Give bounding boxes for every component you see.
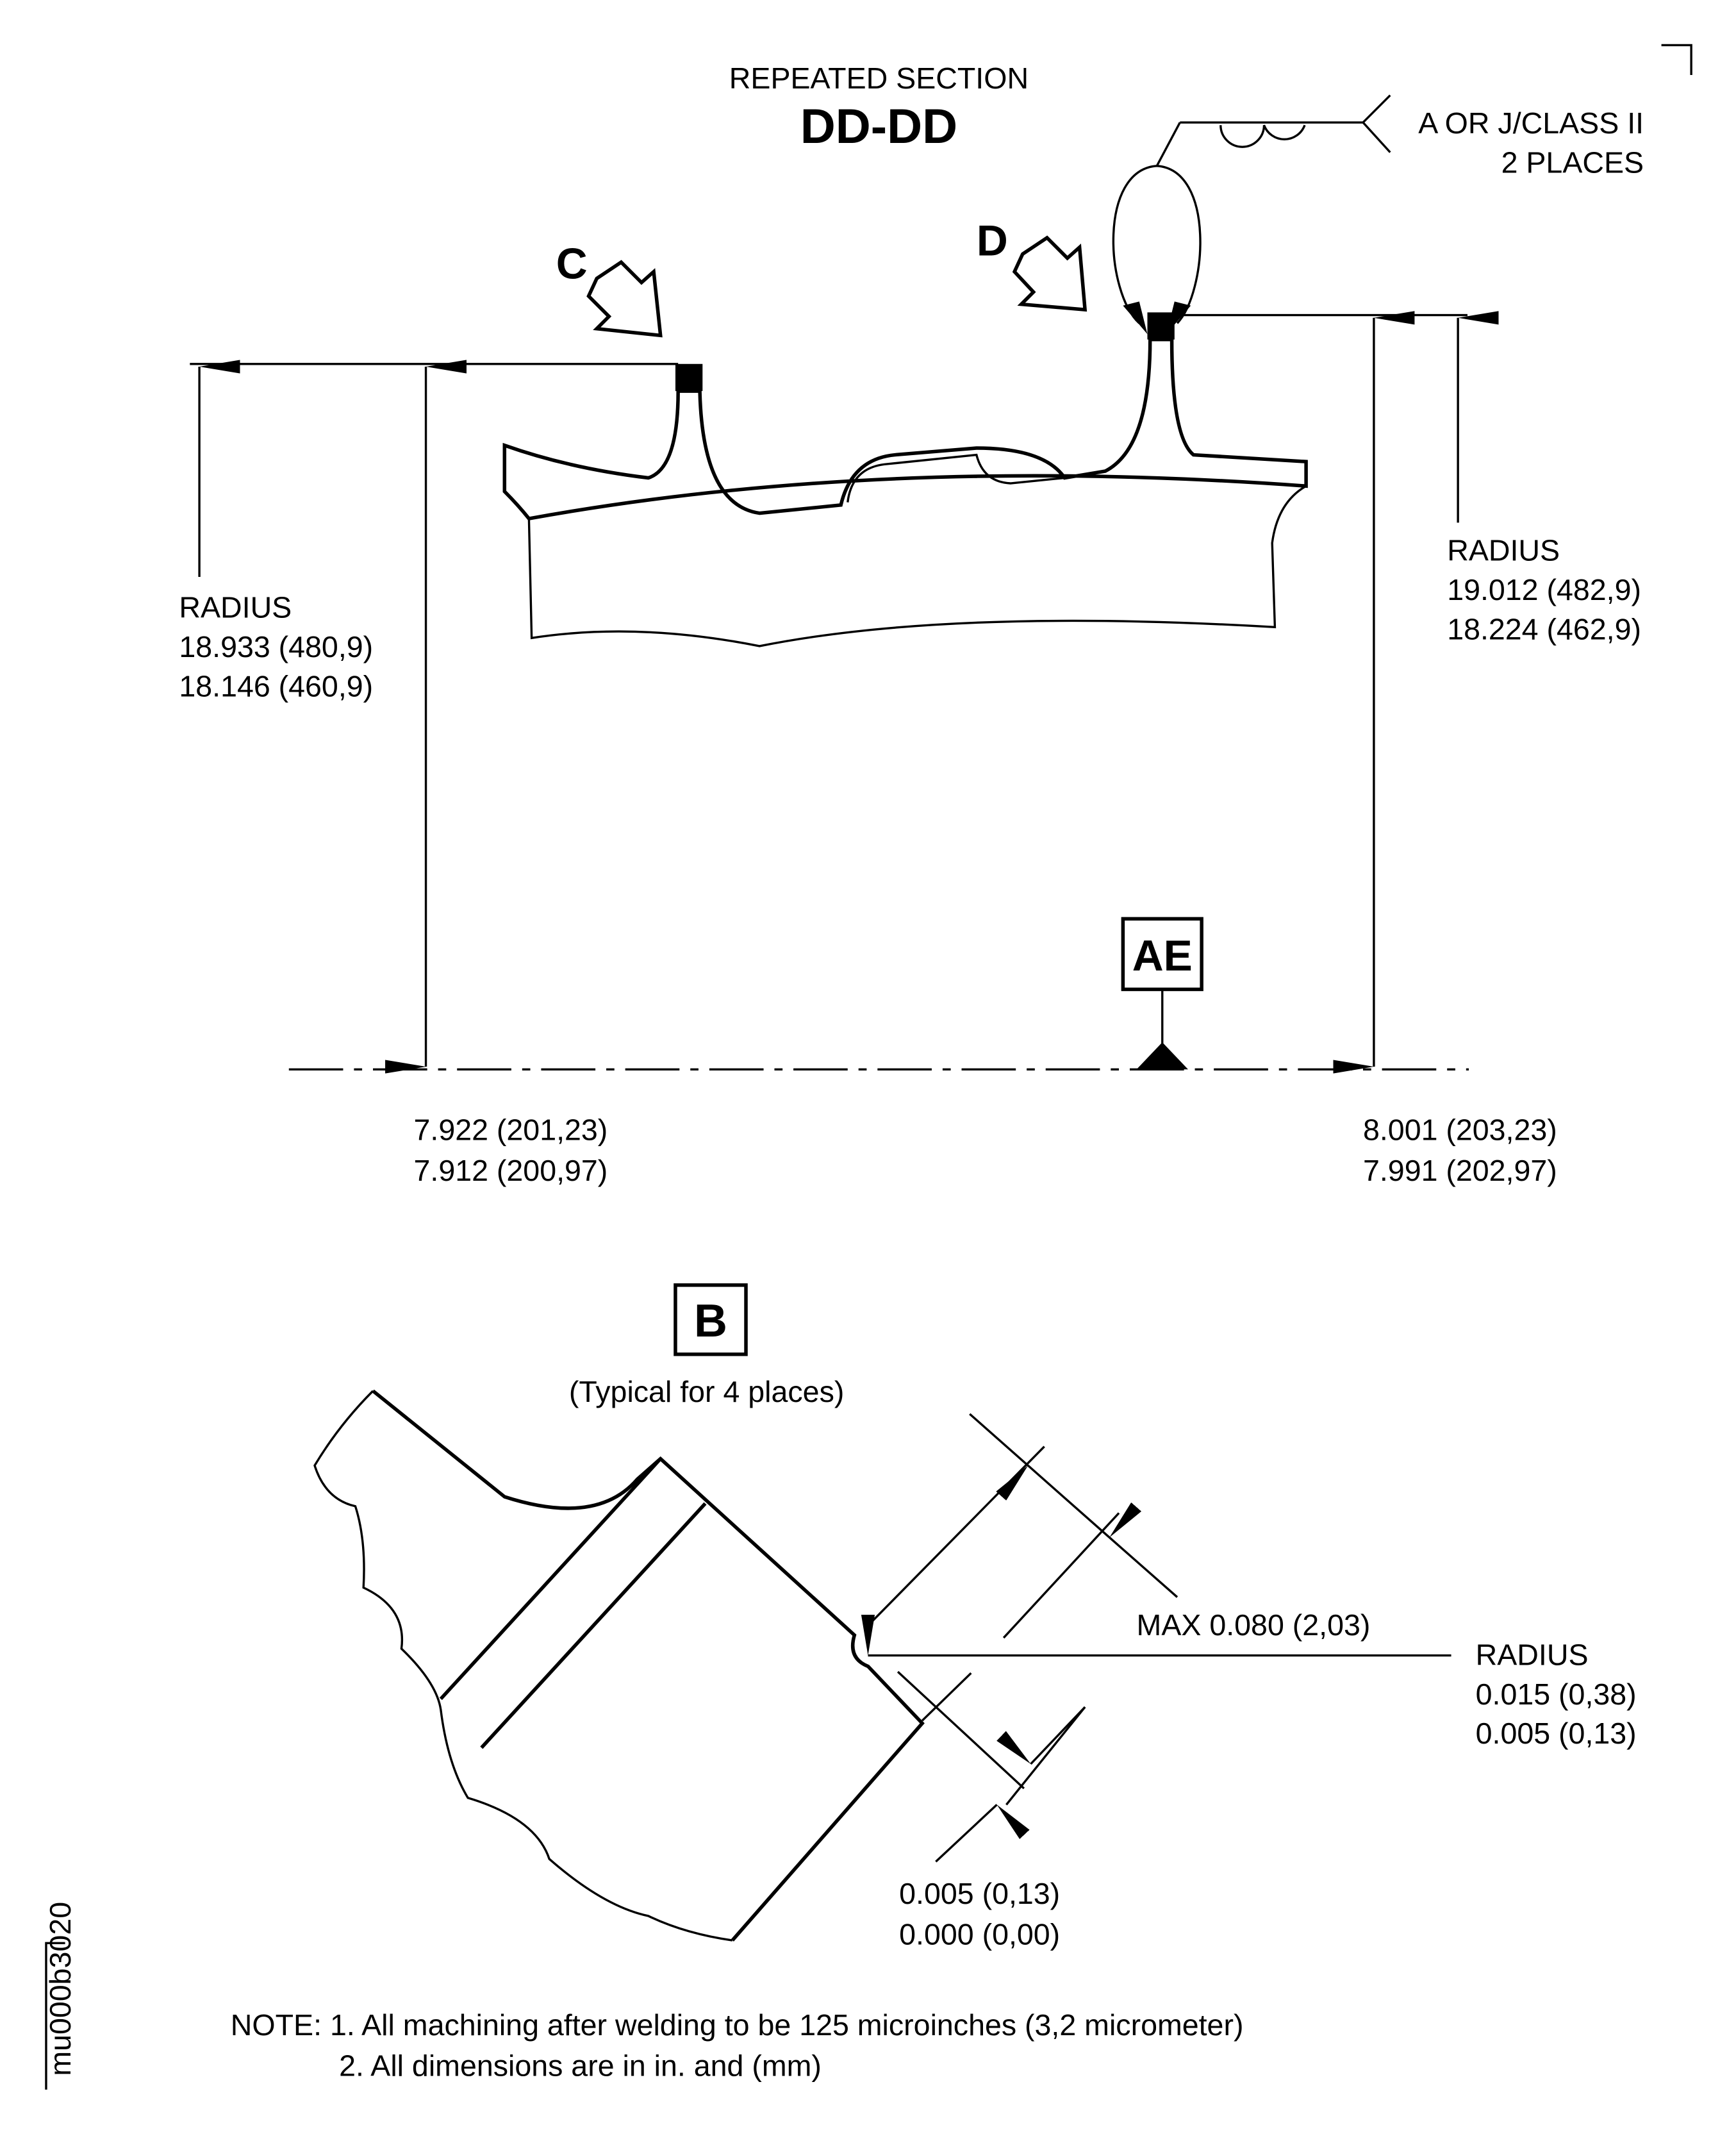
right-axial-max: 8.001 (203,23) bbox=[1363, 1113, 1557, 1146]
max-dimension: MAX 0.080 (2,03) bbox=[1137, 1608, 1371, 1642]
right-axial-min: 7.991 (202,97) bbox=[1363, 1154, 1557, 1187]
right-radius-max: 19.012 (482,9) bbox=[1447, 573, 1641, 606]
view-c-label: C bbox=[556, 240, 588, 288]
section-subtitle: REPEATED SECTION bbox=[729, 62, 1029, 95]
detail-radius-min: 0.005 (0,13) bbox=[1476, 1717, 1637, 1750]
left-radius-min: 18.146 (460,9) bbox=[179, 669, 373, 703]
left-axial-max: 7.922 (201,23) bbox=[414, 1113, 608, 1146]
gap-min: 0.000 (0,00) bbox=[899, 1917, 1060, 1951]
right-radius-min: 18.224 (462,9) bbox=[1447, 612, 1641, 645]
right-radius-label: RADIUS bbox=[1447, 534, 1560, 567]
view-d-arrow-icon bbox=[1012, 235, 1087, 312]
detail-caption: (Typical for 4 places) bbox=[569, 1375, 844, 1408]
weld-spec: A OR J/CLASS II bbox=[1418, 106, 1644, 140]
gap-max: 0.005 (0,13) bbox=[899, 1877, 1060, 1910]
weld-symbol bbox=[1112, 94, 1391, 335]
left-axial-min: 7.912 (200,97) bbox=[414, 1154, 608, 1187]
detail-label: B bbox=[694, 1295, 727, 1347]
view-d-label: D bbox=[977, 217, 1008, 265]
weld-places: 2 PLACES bbox=[1501, 146, 1644, 179]
detail-label-box bbox=[674, 1283, 748, 1356]
part-section bbox=[502, 312, 1308, 647]
figure-id: mu000b3020 bbox=[44, 1902, 77, 2076]
view-c-arrow-icon bbox=[586, 260, 663, 338]
section-title: DD-DD bbox=[800, 99, 957, 154]
corner-mark bbox=[1661, 44, 1692, 75]
note-1: NOTE: 1. All machining after welding to … bbox=[231, 2008, 1244, 2042]
datum-label: AE bbox=[1132, 932, 1193, 980]
datum-triangle-icon bbox=[1136, 1042, 1188, 1070]
note-2: 2. All dimensions are in in. and (mm) bbox=[339, 2049, 822, 2083]
figure-id-bracket bbox=[45, 1942, 65, 2090]
left-radius-label: RADIUS bbox=[179, 591, 292, 624]
detail-radius-label: RADIUS bbox=[1476, 1638, 1589, 1671]
detail-radius-max: 0.015 (0,38) bbox=[1476, 1678, 1637, 1711]
left-radius-max: 18.933 (480,9) bbox=[179, 630, 373, 663]
detail-b-drawing bbox=[313, 1389, 1451, 1942]
